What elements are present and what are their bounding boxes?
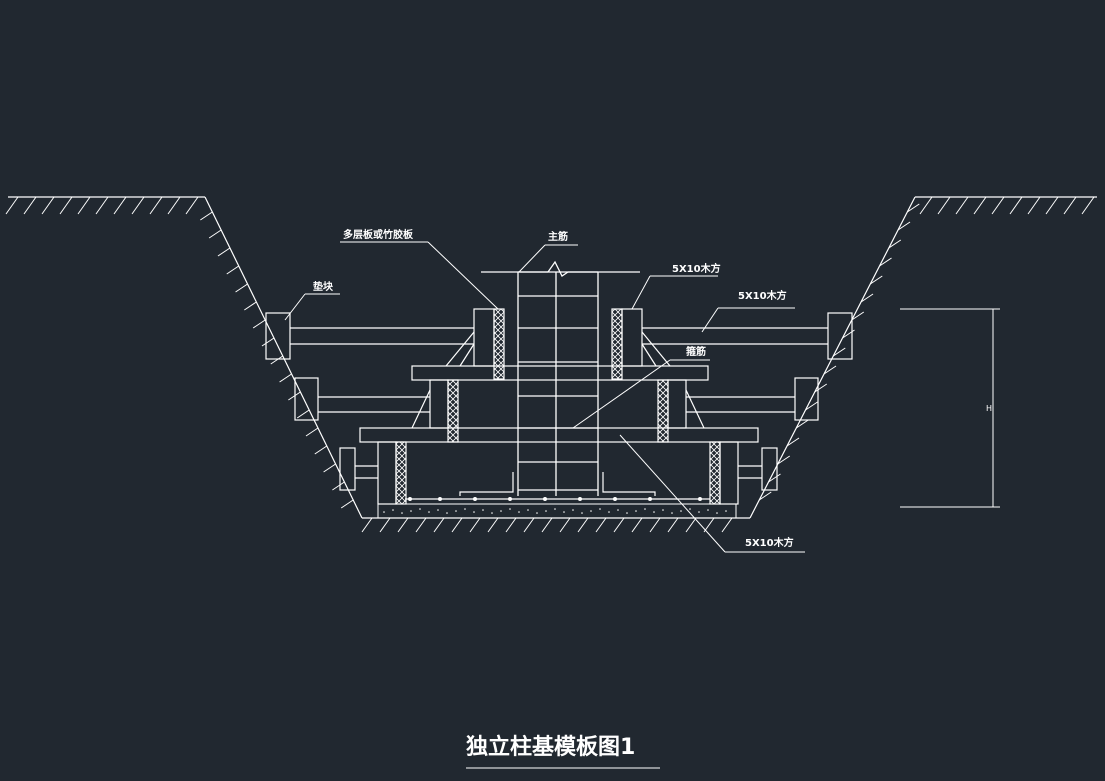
label-timber-top-right: 5X10木方 — [672, 262, 721, 275]
rebar-dots — [408, 497, 702, 501]
label-plywood: 多层板或竹胶板 — [343, 228, 414, 241]
struts — [265, 312, 853, 491]
label-stirrup: 箍筋 — [686, 345, 706, 358]
stirrups — [518, 271, 598, 491]
ground-hatch — [5, 196, 1095, 215]
drawing-title: 独立柱基模板图1 — [466, 734, 635, 760]
dimension-h — [900, 308, 1000, 508]
formwork-steps — [359, 308, 759, 505]
dimension-h-label: H — [986, 404, 992, 413]
bottom-rebar — [405, 472, 710, 500]
label-timber-mid-right: 5X10木方 — [738, 289, 787, 302]
leader-lines — [284, 241, 805, 553]
slope-hatch — [200, 203, 920, 533]
label-main-rebar: 主筋 — [548, 230, 568, 243]
label-timber-bottom: 5X10木方 — [745, 536, 794, 549]
concrete-cushion — [377, 503, 737, 519]
cushion-aggregate — [383, 508, 727, 514]
label-pad-block: 垫块 — [313, 280, 334, 293]
column-rebar-cage — [481, 260, 640, 496]
